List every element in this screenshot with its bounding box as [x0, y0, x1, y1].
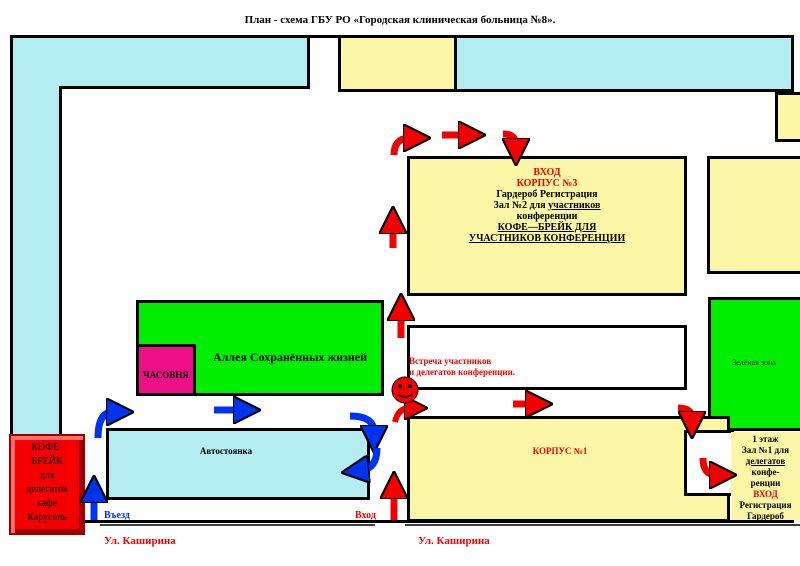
cafe-l4: делегатов	[26, 484, 68, 495]
building-right-yellow	[707, 156, 800, 274]
korpus-3-info-3: конференции	[516, 211, 578, 222]
left-wing-inner-edge	[59, 86, 310, 89]
map-title: План - схема ГБУ РО «Городская клиническ…	[244, 14, 556, 26]
arrow-blue-curve-1	[94, 412, 113, 439]
korpus-3-info-1: Гардероб Регистрация	[496, 189, 598, 200]
korpus-3-coffee-2: УЧАСТНИКОВ КОНФЕРЕНЦИИ	[468, 233, 626, 244]
meeting-text-1: Встреча участников	[409, 356, 492, 366]
korpus-1-building	[407, 416, 730, 522]
arrow-curve-meeting	[392, 408, 410, 423]
k1-wardrobe: Гардероб	[747, 511, 784, 521]
korpus-1-label: КОРПУС №1	[532, 446, 588, 456]
cafe-carousel	[9, 434, 85, 535]
korpus-1-side-info	[731, 432, 800, 520]
arrow-curve-top-left	[390, 138, 410, 156]
cafe-l1: КОФЕ-	[31, 442, 63, 453]
entry-left-label: Въезд	[104, 510, 130, 521]
korpus-3-title: КОРПУС №3	[516, 178, 578, 189]
cafe-l2: БРЕЙК	[31, 456, 63, 467]
building-top-yellow	[338, 35, 458, 92]
arrow-curve-right-2	[699, 457, 716, 475]
k1-registration: Регистрация	[739, 500, 792, 510]
parking-label: Автостоянка	[199, 446, 253, 456]
chapel-label: ЧАСОВНЯ	[143, 370, 189, 380]
korpus-3-building	[407, 156, 687, 296]
street-right: Ул. Каширина	[418, 535, 490, 547]
korpus-3-entrance: ВХОД	[533, 167, 561, 178]
cafe-l6: Карусель	[27, 512, 67, 523]
k1-conf-2: ренции	[750, 478, 781, 488]
k1-floor: 1 этаж	[752, 434, 779, 444]
arrow-blue-curve-3	[362, 447, 381, 470]
building-top-right	[454, 35, 794, 92]
k1-hall: Зал №1 для	[742, 445, 789, 455]
korpus-3-info-2: Зал №2 для участников	[493, 200, 601, 211]
entry-right-label: Вход	[355, 510, 376, 521]
green-zone	[708, 297, 800, 431]
korpus-3-coffee: КОФЕ—БРЕЙК ДЛЯ	[497, 222, 597, 233]
arrow-curve-right-1	[677, 404, 692, 418]
k1-delegates: делегатов	[745, 456, 786, 466]
alley-label: Аллея Сохранённых жизней	[212, 350, 368, 364]
arrow-blue-curve-2	[349, 412, 374, 432]
building-right-yellow-top	[775, 92, 800, 142]
cafe-l5: кафе	[36, 498, 58, 509]
meeting-point-smiley-icon	[391, 376, 419, 404]
meeting-text-2: и делегатов конференции.	[409, 367, 516, 377]
arrow-curve-top-right	[503, 130, 516, 145]
street-left: Ул. Каширина	[104, 535, 176, 547]
k1-entrance: ВХОД	[753, 489, 778, 499]
building-top-left-wing	[10, 35, 310, 89]
green-zone-label: Зелёная зона	[732, 358, 776, 367]
k1-conf-1: конфе-	[751, 467, 780, 477]
cafe-l3: для	[39, 470, 55, 481]
chapel-building	[136, 344, 196, 396]
building-middle	[407, 325, 687, 390]
parking-lot	[106, 428, 370, 500]
